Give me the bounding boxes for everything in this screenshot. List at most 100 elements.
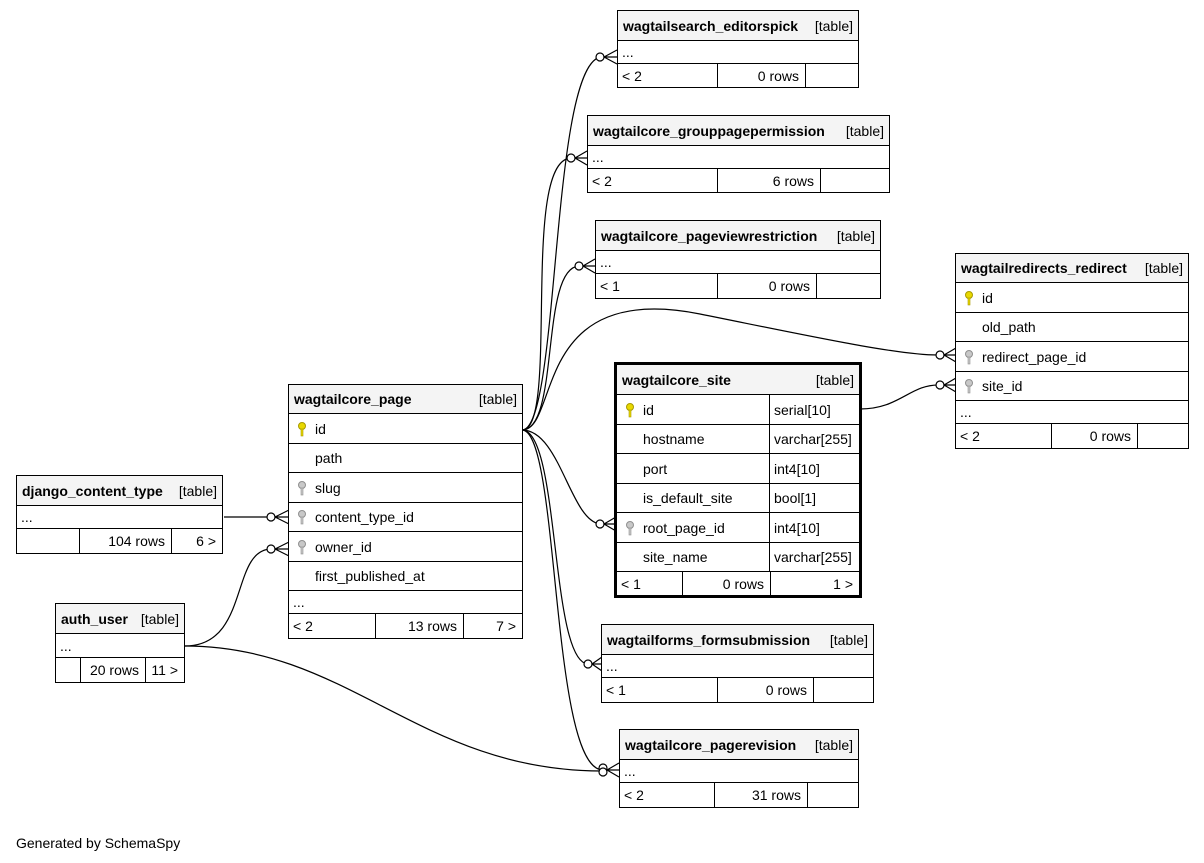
table-footer: < 1 0 rows 1 > [617,572,859,595]
more-columns: ... [588,146,889,169]
primary-key-icon [617,402,643,418]
crow-foot [582,258,596,274]
table-footer: < 2 31 rows [620,783,858,807]
column-row[interactable]: id serial[10] [617,395,859,425]
column-row[interactable]: slug [289,473,522,503]
optional-marker [583,659,593,669]
more-columns: ... [618,41,858,64]
generated-by-label: Generated by SchemaSpy [16,835,181,851]
crow-foot [603,49,618,65]
column-row[interactable]: redirect_page_id [956,342,1188,372]
parents-count: < 1 [602,678,718,702]
table-footer: < 1 0 rows [596,274,880,298]
children-count [814,678,873,702]
table-footer: 104 rows 6 > [17,529,222,553]
table-footer: < 2 0 rows [956,424,1188,448]
more-columns: ... [620,760,858,783]
children-count: 1 > [833,575,853,592]
column-row[interactable]: old_path [956,313,1188,342]
column-type: bool[1] [769,484,859,512]
crow-foot [591,656,603,672]
column-name: slug [315,479,341,496]
row-count: 13 rows [376,614,464,638]
row-count: 20 rows [81,658,146,682]
table-type: [table] [815,371,854,388]
table-wagtailforms-formsubmission[interactable]: wagtailforms_formsubmission [table] ... … [601,624,874,703]
column-row[interactable]: first_published_at [289,562,522,591]
table-type: [table] [178,482,217,499]
column-row[interactable]: path [289,444,522,473]
column-type: varchar[255] [769,543,859,571]
children-count: 6 > [196,533,216,549]
parents-count: < 2 [956,424,1052,448]
crow-foot [574,150,588,166]
table-name: wagtailcore_pageviewrestriction [601,227,818,244]
table-wagtailredirects-redirect[interactable]: wagtailredirects_redirect [table] id old… [955,253,1189,449]
column-row[interactable]: owner_id [289,532,522,562]
parents-count: < 2 [618,64,718,87]
table-footer: < 2 6 rows [588,169,889,192]
table-wagtailcore-page[interactable]: wagtailcore_page [table] id path slug co… [288,384,523,639]
more-columns: ... [596,251,880,274]
table-type: [table] [829,631,868,648]
table-header: wagtailforms_formsubmission [table] [602,625,873,655]
table-type: [table] [140,610,179,627]
column-name: path [315,450,343,466]
table-header: wagtailcore_site [table] [617,365,859,395]
column-row[interactable]: port int4[10] [617,454,859,484]
table-name: wagtailsearch_editorspick [623,17,799,34]
column-row[interactable]: hostname varchar[255] [617,425,859,454]
column-name: content_type_id [315,509,414,525]
table-type: [table] [814,736,853,753]
table-name: wagtailcore_grouppagepermission [593,122,825,139]
table-header: wagtailcore_grouppagepermission [table] [588,116,889,146]
children-count: 7 > [496,618,516,634]
children-count [821,169,889,192]
table-header: wagtailcore_pageviewrestriction [table] [596,221,880,251]
more-columns: ... [602,655,873,678]
column-name: site_name [643,549,708,565]
row-count: 31 rows [715,783,808,807]
table-django-content-type[interactable]: django_content_type [table] ... 104 rows… [16,475,223,554]
primary-key-icon [289,421,315,437]
foreign-key-icon [289,509,315,525]
table-wagtailcore-pagerevision[interactable]: wagtailcore_pagerevision [table] ... < 2… [619,729,859,808]
relation-line [521,429,589,665]
column-row[interactable]: content_type_id [289,503,522,532]
crow-foot [943,377,957,393]
column-row[interactable]: is_default_site bool[1] [617,484,859,513]
column-row[interactable]: id [289,414,522,444]
row-count: 0 rows [718,64,806,87]
column-name: port [643,460,668,477]
optional-marker [266,544,276,554]
table-footer: < 1 0 rows [602,678,873,702]
more-columns: ... [17,506,222,529]
column-type: varchar[255] [769,425,859,453]
table-type: [table] [478,391,517,407]
column-row[interactable]: root_page_id int4[10] [617,513,859,543]
parents-count: < 1 [617,572,683,595]
table-auth-user[interactable]: auth_user [table] ... 20 rows 11 > [55,603,185,683]
table-wagtailcore-grouppagepermission[interactable]: wagtailcore_grouppagepermission [table] … [587,115,890,193]
relation-line [521,429,601,525]
crow-foot [943,347,957,363]
table-wagtailcore-pageviewrestriction[interactable]: wagtailcore_pageviewrestriction [table] … [595,220,881,299]
column-row[interactable]: site_name varchar[255] [617,543,859,572]
relation-line [521,308,941,431]
parents-count: < 1 [596,274,718,298]
column-row[interactable]: id [956,283,1188,313]
table-wagtailsearch-editorspick[interactable]: wagtailsearch_editorspick [table] ... < … [617,10,859,88]
column-name: owner_id [315,538,372,555]
parents-count [56,658,81,682]
table-wagtailcore-site[interactable]: wagtailcore_site [table] id serial[10] h… [614,362,862,598]
relation-line [521,429,604,771]
table-name: wagtailcore_page [294,391,412,407]
column-row[interactable]: site_id [956,372,1188,401]
row-count: 104 rows [80,529,172,553]
crow-foot [274,509,290,525]
table-header: wagtailsearch_editorspick [table] [618,11,858,41]
optional-marker [935,380,945,390]
optional-marker [574,261,584,271]
column-type: serial[10] [769,395,859,424]
